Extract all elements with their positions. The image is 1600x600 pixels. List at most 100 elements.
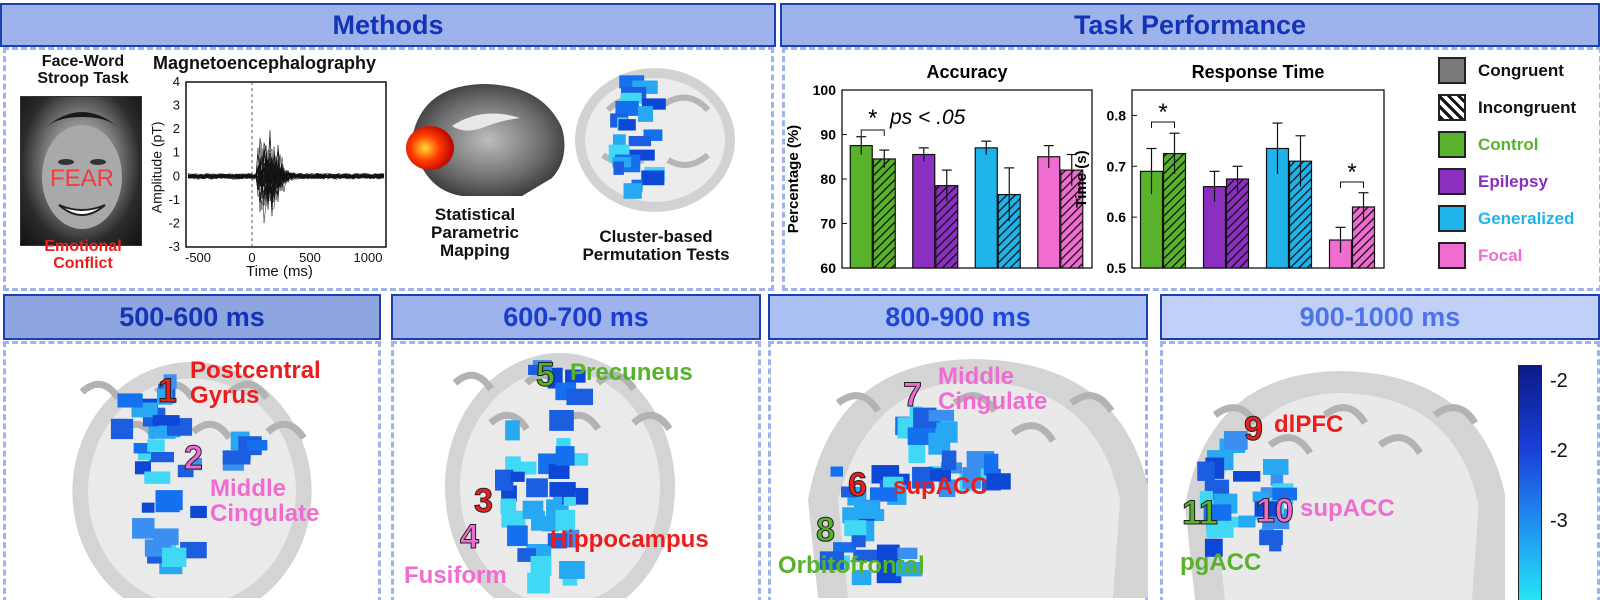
brain-coronal-500 [72, 362, 312, 598]
meg-xtick: 1000 [354, 250, 383, 265]
panel-2 [768, 341, 1148, 600]
panel-1 [391, 341, 761, 600]
chart-title: Accuracy [926, 62, 1007, 82]
activation-blob [549, 482, 576, 497]
activation-blob [509, 461, 537, 475]
region-label-8: Orbitofrontal [778, 552, 925, 579]
brain-sagittal-900 [1185, 371, 1505, 600]
gyrus [1322, 404, 1368, 425]
legend-item-epilepsy: Epilepsy [1438, 168, 1548, 195]
region-number-9: 9 [1244, 410, 1264, 449]
activation-blob [189, 457, 202, 471]
cluster-blob [620, 92, 642, 103]
activation-blob [531, 511, 545, 531]
activation-blob [555, 509, 575, 531]
activation-blob [157, 388, 173, 405]
gyrus [952, 392, 998, 413]
meg-title: Magnetoencephalography [153, 53, 377, 73]
activation-blob [548, 464, 570, 479]
legend-label: Focal [1478, 245, 1523, 265]
activation-blob [510, 471, 525, 482]
region-label-7: Middle Cingulate [938, 363, 1048, 416]
activation-blob [132, 518, 155, 539]
activation-blob [542, 515, 559, 532]
sig-star: * [1158, 99, 1167, 126]
emotional-conflict-label: Emotional Conflict [44, 238, 122, 272]
activation-blob [147, 439, 165, 452]
panel-header-0: 500-600 ms [3, 294, 381, 340]
ytick-label: 80 [820, 171, 836, 187]
region-number-2: 2 [184, 439, 204, 478]
colorbar-tick: -3 [1550, 510, 1568, 532]
ytick-label: 70 [820, 216, 836, 232]
chart-title: Response Time [1192, 62, 1325, 82]
activation-blob [530, 555, 552, 577]
legend-swatch [1438, 131, 1466, 158]
legend-label: Incongruent [1478, 97, 1577, 117]
legend-label: Epilepsy [1478, 171, 1548, 191]
meg-xtick: 0 [248, 250, 255, 265]
sig-bracket [860, 129, 885, 136]
spm-brain-image [406, 84, 565, 196]
meg-trace [187, 148, 385, 224]
gyrus [595, 371, 637, 392]
activation-blob [1270, 472, 1284, 486]
cluster-blob [641, 98, 666, 110]
sig-star: * [1347, 159, 1356, 186]
region-label-5: Precuneus [570, 359, 693, 386]
sig-bracket [1340, 181, 1364, 188]
activation-blob [869, 487, 898, 502]
gyrus [835, 392, 881, 413]
face-icon [42, 112, 122, 229]
activation-blob [941, 450, 957, 471]
colorbar-tick: -2 [1550, 370, 1568, 392]
legend-item-control: Control [1438, 131, 1538, 158]
ytick-label: 100 [813, 82, 837, 98]
activation-blob [1203, 504, 1232, 521]
region-label-1: Postcentral Gyrus [190, 357, 321, 410]
activation-blob [1199, 490, 1213, 508]
activation-blob [152, 415, 180, 426]
meg-ylabel: Amplitude (pT) [148, 121, 165, 214]
region-label-2: Middle Cingulate [210, 475, 320, 528]
ytick-label: 60 [820, 260, 836, 276]
colorbar [1518, 365, 1542, 600]
cluster-blob [629, 149, 655, 161]
activation-blob [929, 468, 952, 482]
activation-blob [844, 520, 867, 537]
meg-trace [187, 146, 385, 191]
activation-blob [1254, 501, 1277, 517]
activation-blob [962, 467, 981, 489]
gyrus [228, 380, 270, 401]
activation-blob [528, 364, 544, 376]
face-image: FEAR [20, 96, 142, 246]
activation-blob [117, 393, 143, 408]
gyrus [1267, 434, 1313, 455]
activation-blob [134, 461, 151, 475]
activation-blob [883, 476, 904, 489]
legend-swatch [1438, 57, 1466, 84]
region-number-6: 6 [848, 466, 868, 505]
region-label-4: Fusiform [404, 562, 507, 589]
cluster-label: Cluster-based Permutation Tests [582, 227, 730, 264]
bar-epilepsy-incongruent [1225, 178, 1250, 269]
task-header: Task Performance [780, 3, 1600, 47]
bar-epilepsy-congruent [912, 153, 936, 269]
activation-blob [1223, 431, 1248, 450]
meg-ytick: 0 [173, 168, 180, 183]
bar-focal-congruent [1037, 156, 1061, 269]
activation-blob [928, 409, 955, 422]
cluster-blob [623, 183, 642, 199]
meg-ytick: 2 [173, 121, 180, 136]
activation-blob [144, 471, 171, 484]
meg-ytick: -1 [168, 192, 180, 207]
activation-blob [897, 547, 918, 560]
activation-blob [505, 420, 520, 441]
activation-blob [246, 439, 268, 451]
gyrus [631, 411, 673, 432]
gyrus [1432, 404, 1478, 425]
activation-blob [566, 388, 594, 406]
activation-blob [840, 486, 857, 498]
activation-blob [1233, 471, 1261, 482]
